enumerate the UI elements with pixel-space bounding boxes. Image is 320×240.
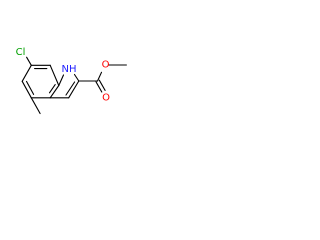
bond-c4-methyl (30, 97, 41, 115)
bond-carbonyl-o-double (95, 81, 103, 93)
atom-label-nh: NH (62, 64, 77, 75)
bond-c6-cl (26, 56, 32, 66)
atom-label-carbonyl-oxygen: O (102, 92, 110, 103)
bond-carbonyl-o-single (96, 71, 103, 82)
bond-c3a-c7a (49, 84, 60, 99)
molecule-structure: Cl NH O O (16, 47, 127, 115)
structure-canvas: Cl NH O O (0, 0, 152, 152)
atom-label-chlorine: Cl (16, 47, 26, 58)
bond-c3a-c7a-inner (48, 84, 56, 94)
bond-c7a-c7 (49, 64, 60, 87)
bond-layer (21, 56, 127, 115)
bond-c7a-n1 (58, 74, 65, 87)
bond-c6-c5 (21, 64, 32, 82)
atom-label-ester-oxygen: O (102, 60, 110, 71)
bond-c2-c3 (68, 80, 80, 99)
bond-c5-c4-inner (25, 80, 35, 95)
bond-c2-c3-inner (65, 81, 76, 96)
bond-n1-c2 (73, 73, 80, 82)
bond-carbonyl-o-double-2 (98, 79, 106, 91)
bond-c5-c4 (21, 80, 32, 99)
atom-label-layer: Cl NH O O (16, 47, 110, 103)
